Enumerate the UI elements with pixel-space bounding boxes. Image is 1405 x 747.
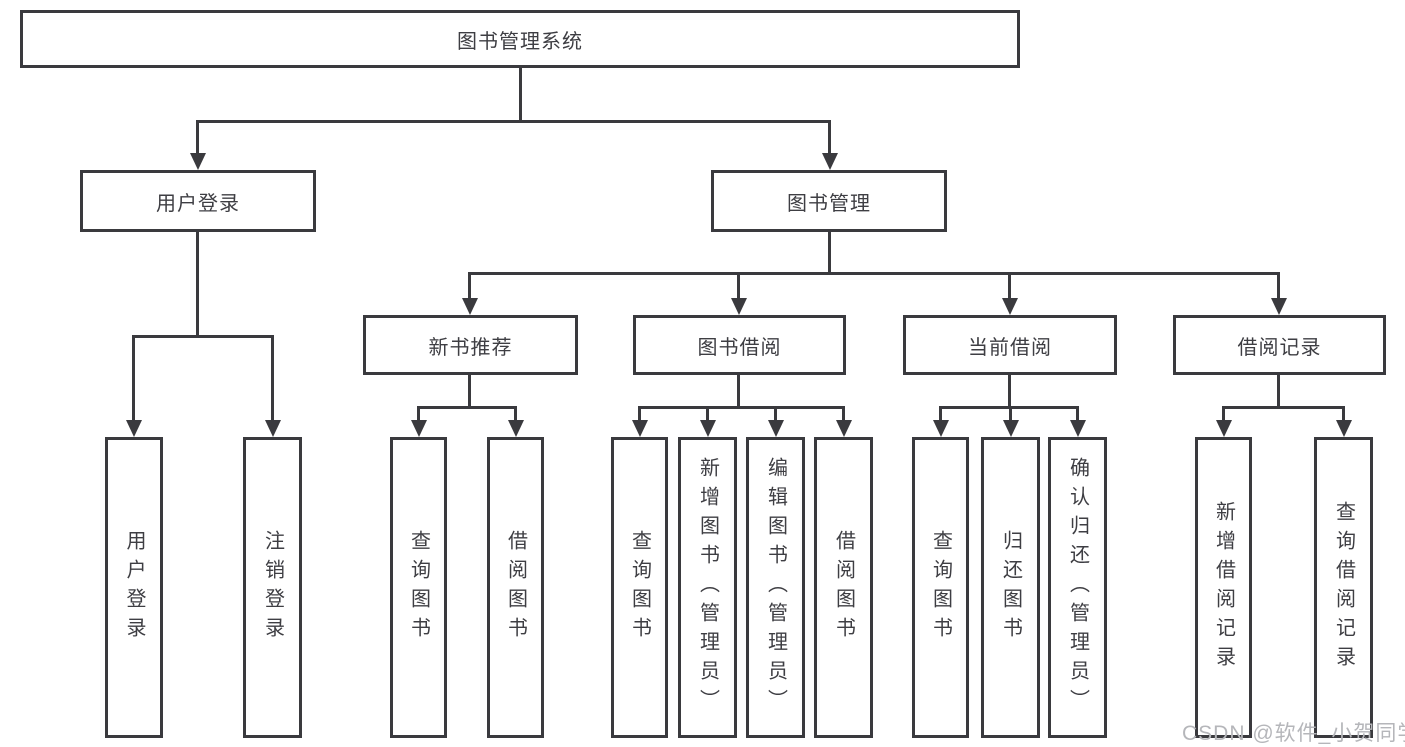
node-current-borrow: 当前借阅 (903, 315, 1117, 375)
leaf-borrow-edit-books-admin: 编辑图书（管理员） (746, 437, 805, 738)
node-book-management-label: 图书管理 (787, 192, 871, 215)
connector-book-management-stem (828, 232, 831, 272)
arrow-to-leaf-br-add (1215, 406, 1232, 437)
leaf-newbooks-query-books: 查询图书 (390, 437, 447, 738)
leaf-current-confirm-return-admin: 确认归还（管理员） (1048, 437, 1107, 738)
connector-current-borrow-stem (1008, 375, 1011, 406)
leaf-logout-login: 注销登录 (243, 437, 302, 738)
connector-book-borrow-stem (737, 375, 740, 406)
arrow-to-leaf-bb-edit (767, 406, 784, 437)
node-root: 图书管理系统 (20, 10, 1020, 68)
arrow-to-user-login (189, 120, 206, 170)
leaf-borrow-add-books-admin-label: 新增图书（管理员） (696, 457, 719, 718)
node-current-borrow-label: 当前借阅 (968, 336, 1052, 359)
leaf-current-query-books-label: 查询图书 (929, 529, 952, 646)
leaf-current-return-books-label: 归还图书 (999, 529, 1022, 646)
leaf-borrow-borrow-books-label: 借阅图书 (832, 529, 855, 646)
leaf-borrow-add-books-admin: 新增图书（管理员） (678, 437, 737, 738)
connector-new-book-stem (468, 375, 471, 406)
bus-book-management (468, 272, 1280, 275)
arrow-to-borrow-records (1270, 272, 1287, 315)
node-new-book-recommend-label: 新书推荐 (428, 336, 513, 359)
connector-root-stem (519, 68, 522, 120)
arrow-to-new-book (461, 272, 478, 315)
leaf-newbooks-query-books-label: 查询图书 (407, 529, 430, 646)
arrow-to-current-borrow (1001, 272, 1018, 315)
bus-new-book (417, 406, 517, 409)
node-borrow-records: 借阅记录 (1173, 315, 1386, 375)
leaf-borrow-edit-books-admin-label: 编辑图书（管理员） (764, 457, 787, 718)
leaf-newbooks-borrow-books-label: 借阅图书 (504, 529, 527, 646)
bus-user-login (132, 335, 274, 338)
leaf-records-query-record: 查询借阅记录 (1314, 437, 1373, 738)
arrow-to-leaf-logout (264, 335, 281, 437)
leaf-newbooks-borrow-books: 借阅图书 (487, 437, 544, 738)
bus-borrow-records (1222, 406, 1345, 409)
leaf-current-confirm-return-admin-label: 确认归还（管理员） (1066, 457, 1089, 718)
node-user-login: 用户登录 (80, 170, 316, 232)
arrow-to-leaf-bb-add (699, 406, 716, 437)
node-book-management: 图书管理 (711, 170, 947, 232)
arrow-to-leaf-bb-borrow (835, 406, 852, 437)
arrow-to-book-management (821, 120, 838, 170)
node-root-label: 图书管理系统 (457, 30, 583, 53)
connector-borrow-records-stem (1277, 375, 1280, 406)
leaf-records-add-record: 新增借阅记录 (1195, 437, 1252, 738)
arrow-to-leaf-user-login (125, 335, 142, 437)
arrow-to-leaf-cb-return (1002, 406, 1019, 437)
leaf-borrow-query-books: 查询图书 (611, 437, 668, 738)
arrow-to-leaf-cb-query (932, 406, 949, 437)
leaf-user-login: 用户登录 (105, 437, 163, 738)
bus-root (196, 120, 831, 123)
arrow-to-leaf-bb-query (631, 406, 648, 437)
node-new-book-recommend: 新书推荐 (363, 315, 578, 375)
node-book-borrow-label: 图书借阅 (697, 336, 782, 359)
leaf-current-return-books: 归还图书 (981, 437, 1040, 738)
leaf-borrow-borrow-books: 借阅图书 (814, 437, 873, 738)
arrow-to-leaf-br-query (1335, 406, 1352, 437)
csdn-watermark: CSDN @软件_小贺同学 (1182, 722, 1405, 745)
leaf-user-login-label: 用户登录 (123, 529, 145, 646)
leaf-current-query-books: 查询图书 (912, 437, 969, 738)
leaf-logout-login-label: 注销登录 (261, 529, 284, 646)
arrow-to-book-borrow (730, 272, 747, 315)
leaf-records-query-record-label: 查询借阅记录 (1332, 500, 1355, 675)
arrow-to-leaf-nb-borrow (507, 406, 524, 437)
arrow-to-leaf-nb-query (410, 406, 427, 437)
leaf-records-add-record-label: 新增借阅记录 (1212, 500, 1235, 675)
node-user-login-label: 用户登录 (156, 192, 240, 215)
node-borrow-records-label: 借阅记录 (1237, 336, 1322, 359)
leaf-borrow-query-books-label: 查询图书 (628, 529, 651, 646)
arrow-to-leaf-cb-confirm (1069, 406, 1086, 437)
bus-book-borrow (638, 406, 845, 409)
connector-user-login-stem (196, 232, 199, 335)
node-book-borrow: 图书借阅 (633, 315, 846, 375)
